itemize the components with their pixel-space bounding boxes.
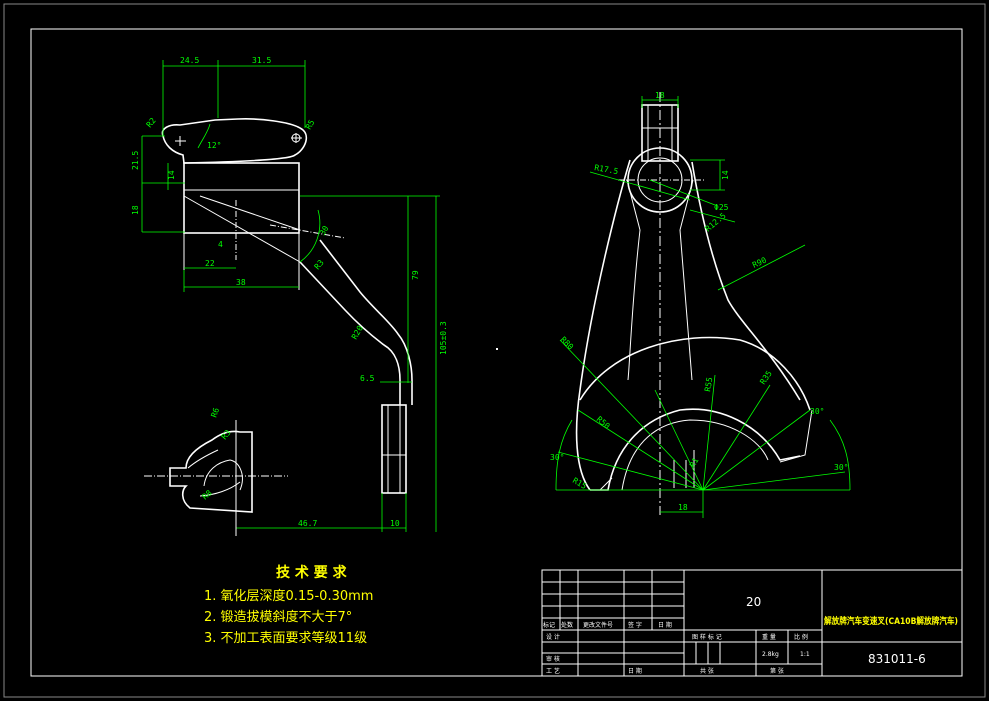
dim-r55: R55 (703, 376, 714, 392)
dim-r15: R15 (571, 476, 588, 491)
label-sign: 签 字 (628, 621, 642, 629)
dim-10: 10 (390, 519, 400, 528)
label-check: 审 核 (546, 655, 560, 663)
dim-r5: R5 (304, 118, 317, 131)
dim-46-7: 46.7 (298, 519, 317, 528)
part-name: 解放牌汽车变速叉(CA10B解放牌汽车) (824, 615, 958, 627)
dim-14: 14 (167, 170, 176, 180)
dim-r50: R50 (595, 415, 612, 431)
dim-bottom-18: 18 (678, 503, 688, 512)
dim-31-5: 31.5 (252, 56, 271, 65)
title-block: 20 解放牌汽车变速叉(CA10B解放牌汽车) 831011-6 标记 处数 更… (541, 569, 963, 677)
front-view-dimensions: 18 R17.5 14 Φ25 R12.5 R90 R80 R55 R35 R5… (550, 91, 848, 518)
dim-79: 79 (411, 270, 420, 280)
side-view-dimensions: 24.5 31.5 R2 R5 12° 21.5 14 18 4 22 38 3… (131, 56, 448, 532)
dim-30-deg-lower: 30° (834, 463, 848, 472)
dim-24-5: 24.5 (180, 56, 199, 65)
label-design: 设 计 (546, 633, 560, 641)
label-mark: 标记 (543, 621, 555, 629)
dim-38: 38 (236, 278, 246, 287)
front-view (555, 92, 851, 515)
tech-req-item-3: 3. 不加工表面要求等级11级 (204, 630, 367, 646)
dim-105: 105±0.3 (439, 321, 448, 355)
dim-r35: R35 (758, 369, 774, 386)
label-process: 工 艺 (546, 667, 560, 675)
dim-30-deg-left: 30° (550, 453, 564, 462)
sheet-border (30, 28, 963, 677)
dim-phi25: Φ25 (714, 203, 729, 212)
dim-6-5: 6.5 (360, 374, 375, 383)
dim-r90: R90 (751, 255, 768, 269)
dim-r80: R80 (559, 335, 576, 352)
label-scale: 比 例 (794, 633, 808, 641)
drawing-number: 831011-6 (868, 652, 926, 666)
scale-value: 1:1 (800, 651, 810, 658)
label-weight: 重 量 (762, 633, 776, 641)
dim-r20: R20 (350, 324, 365, 341)
dim-22: 22 (205, 259, 215, 268)
dim-r1: R1 (688, 456, 701, 469)
technical-requirements: 技 术 要 求 1. 氧化层深度0.15-0.30mm 2. 锻造拔模斜度不大于… (204, 564, 373, 646)
label-stage-mark: 图 样 标 记 (692, 633, 722, 641)
material-value: 20 (746, 595, 761, 609)
dim-r3: R3 (220, 428, 233, 441)
label-date: 日 期 (658, 621, 672, 629)
dim-14-hub: 14 (721, 170, 730, 180)
dim-r6: R6 (209, 406, 221, 418)
tech-req-item-2: 2. 锻造拔模斜度不大于7° (204, 609, 352, 625)
label-change-doc: 更改文件号 (583, 621, 613, 629)
section-detail: R6 R3 R8 (144, 406, 288, 536)
dim-30-deg: 30 (318, 224, 331, 237)
dim-30-deg-right: 30° (810, 407, 824, 416)
dim-r17-5: R17.5 (594, 163, 619, 176)
label-count: 处数 (561, 621, 573, 629)
weight-value: 2.8kg (762, 651, 779, 658)
stray-mark (496, 348, 498, 350)
dim-4: 4 (218, 240, 223, 249)
dim-r2: R2 (145, 116, 158, 129)
dim-top-18: 18 (655, 91, 665, 100)
tech-req-title: 技 术 要 求 (276, 564, 348, 581)
tech-req-item-1: 1. 氧化层深度0.15-0.30mm (204, 588, 373, 604)
side-view (161, 118, 413, 494)
label-sheets: 共 张 (700, 667, 714, 675)
dim-18: 18 (131, 205, 140, 215)
label-date-2: 日 期 (628, 667, 642, 675)
dim-r8: R8 (201, 488, 214, 501)
dim-r3-arm: R3 (313, 258, 326, 271)
dim-21-5: 21.5 (131, 151, 140, 170)
dim-12-deg: 12° (207, 141, 221, 150)
label-sheet-no: 第 张 (770, 667, 784, 675)
sheet-outer-frame (3, 3, 986, 698)
